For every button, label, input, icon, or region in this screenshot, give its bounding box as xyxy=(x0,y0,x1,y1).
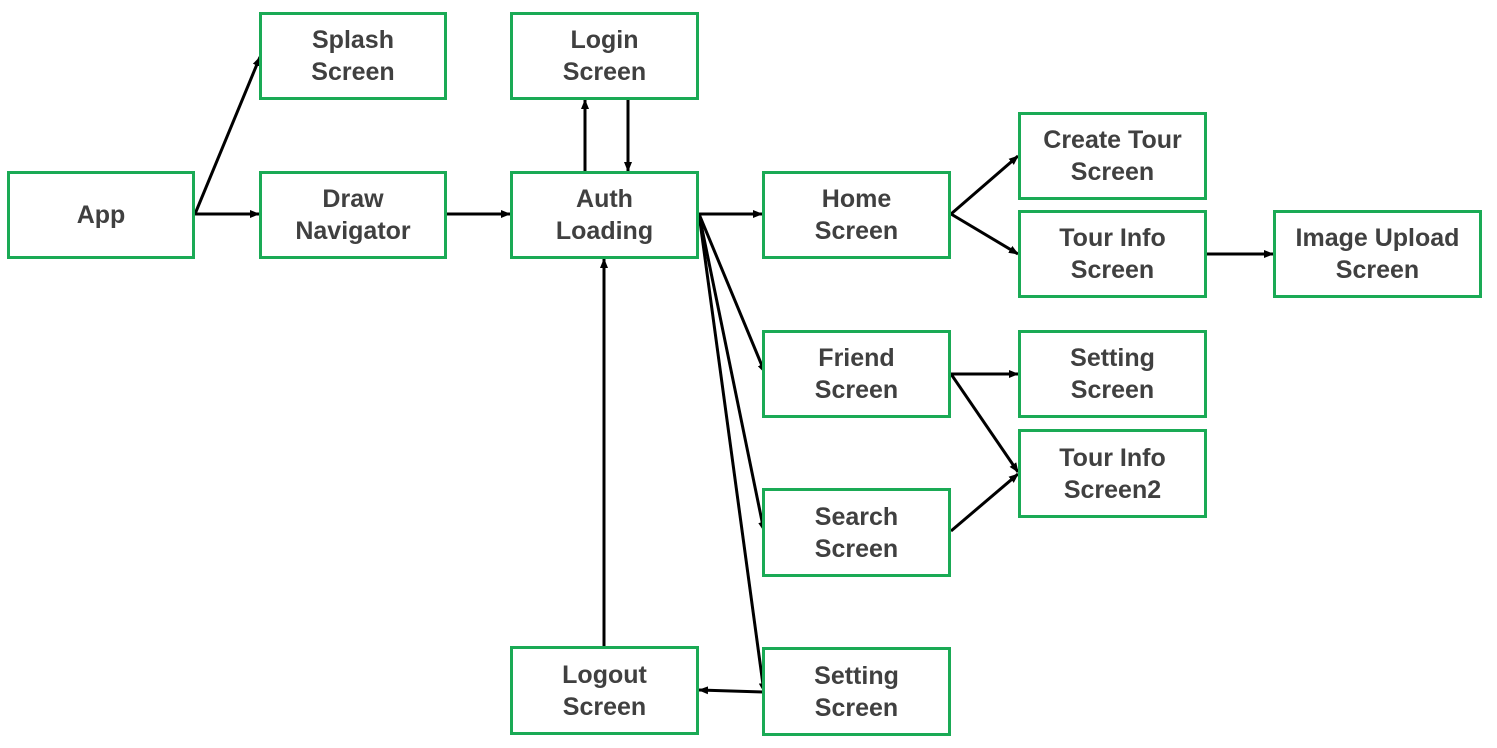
node-logout-screen-line-2: Screen xyxy=(562,692,647,721)
node-friend-screen-line-2: Screen xyxy=(814,376,899,404)
arrow-auth-to-friend xyxy=(697,213,767,374)
node-setting-screen-main: Setting Screen xyxy=(762,647,951,736)
node-home-screen-line-1: Home xyxy=(821,185,892,213)
node-auth-loading-line-2: Loading xyxy=(555,217,654,245)
node-tour-info-screen2-line-2: Screen2 xyxy=(1063,475,1162,504)
node-splash-screen-line-1: Splash xyxy=(312,26,394,54)
arrow-auth-to-search xyxy=(697,213,767,532)
node-search-screen-line-2: Screen xyxy=(814,534,899,563)
node-image-upload-screen-line-1: Image Upload xyxy=(1295,224,1460,252)
node-setting-screen-friend-line-1: Setting xyxy=(1070,344,1155,372)
node-tour-info-screen2-line-1: Tour Info xyxy=(1059,443,1166,472)
node-login-screen-line-2: Screen xyxy=(562,58,647,86)
node-logout-screen-line-1: Logout xyxy=(562,660,647,689)
node-login-screen-line-1: Login xyxy=(570,26,639,54)
node-app: App xyxy=(7,171,195,259)
node-auth-loading-line-1: Auth xyxy=(576,185,633,213)
node-search-screen: Search Screen xyxy=(762,488,951,577)
node-setting-screen-friend: Setting Screen xyxy=(1018,330,1207,418)
node-image-upload-screen: Image Upload Screen xyxy=(1273,210,1482,298)
node-create-tour-screen: Create Tour Screen xyxy=(1018,112,1207,200)
node-tour-info-screen2: Tour Info Screen2 xyxy=(1018,429,1207,518)
arrow-app-to-splash xyxy=(193,56,262,215)
node-image-upload-screen-line-2: Screen xyxy=(1335,256,1420,284)
node-setting-screen-friend-line-2: Screen xyxy=(1070,376,1155,404)
node-app-line-1: App xyxy=(76,201,126,229)
node-tour-info-screen-line-1: Tour Info xyxy=(1059,224,1166,252)
node-tour-info-screen-line-2: Screen xyxy=(1070,256,1155,284)
node-draw-navigator: Draw Navigator xyxy=(259,171,447,259)
node-tour-info-screen: Tour Info Screen xyxy=(1018,210,1207,298)
node-draw-navigator-line-2: Navigator xyxy=(295,217,411,245)
node-home-screen: Home Screen xyxy=(762,171,951,259)
node-logout-screen: Logout Screen xyxy=(510,646,699,735)
node-auth-loading: Auth Loading xyxy=(510,171,699,259)
node-draw-navigator-line-1: Draw xyxy=(322,185,384,213)
arrow-home-to-tour-info xyxy=(950,212,1019,256)
node-splash-screen: Splash Screen xyxy=(259,12,447,100)
node-create-tour-screen-line-1: Create Tour xyxy=(1043,126,1182,154)
arrow-friend-to-tour-info2 xyxy=(949,373,1020,473)
node-setting-screen-main-line-2: Screen xyxy=(814,693,899,722)
arrow-auth-to-setting-main xyxy=(697,213,767,693)
node-home-screen-line-2: Screen xyxy=(814,217,899,245)
node-setting-screen-main-line-1: Setting xyxy=(814,661,899,690)
node-friend-screen-line-1: Friend xyxy=(818,344,895,372)
node-friend-screen: Friend Screen xyxy=(762,330,951,418)
node-splash-screen-line-2: Screen xyxy=(311,58,395,86)
node-search-screen-line-1: Search xyxy=(814,502,899,531)
arrow-setting-main-to-logout xyxy=(698,686,765,695)
arrow-home-to-create-tour xyxy=(950,154,1019,216)
node-login-screen: Login Screen xyxy=(510,12,699,100)
node-create-tour-screen-line-2: Screen xyxy=(1070,158,1155,186)
arrow-search-to-tour-info2 xyxy=(950,472,1019,533)
